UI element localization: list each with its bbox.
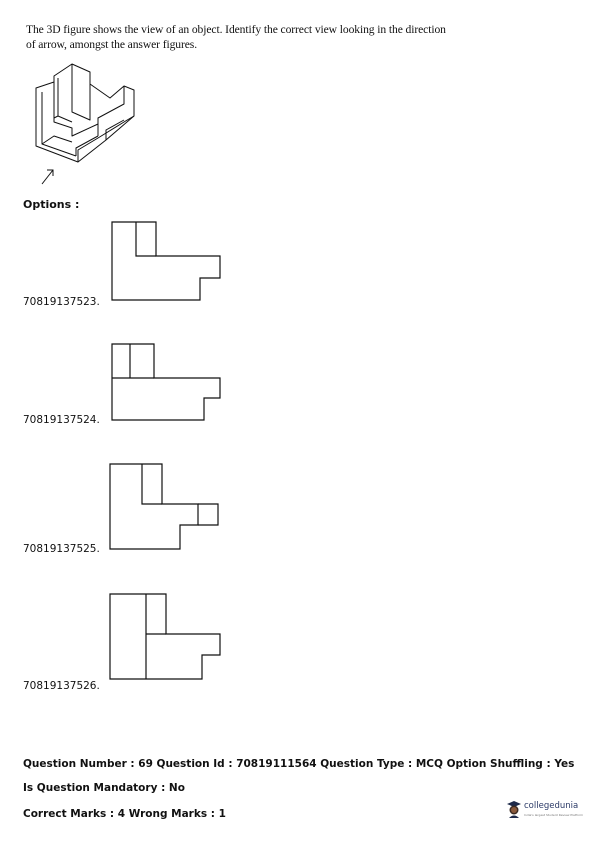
- option-4-figure[interactable]: [108, 591, 226, 683]
- question-meta-line-1: Question Number : 69 Question Id : 70819…: [23, 758, 575, 770]
- options-label: Options :: [23, 198, 80, 211]
- direction-arrow-icon: [41, 169, 54, 185]
- logo-tagline: India's largest Student Review Platform: [524, 813, 584, 817]
- question-text: The 3D figure shows the view of an objec…: [26, 22, 466, 52]
- option-4-id: 70819137526.: [23, 680, 100, 692]
- collegedunia-logo: collegedunia India's largest Student Rev…: [506, 797, 592, 825]
- option-3-id: 70819137525.: [23, 543, 100, 555]
- option-1-figure[interactable]: [108, 218, 226, 304]
- logo-name: collegedunia: [524, 801, 579, 811]
- object-3d-figure: [35, 63, 135, 185]
- question-meta-line-2: Is Question Mandatory : No: [23, 782, 185, 794]
- question-line-2: of arrow, amongst the answer figures.: [26, 38, 198, 51]
- question-meta-line-3: Correct Marks : 4 Wrong Marks : 1: [23, 808, 226, 820]
- graduate-mascot-icon: [507, 801, 521, 818]
- option-3-figure[interactable]: [108, 461, 226, 553]
- option-2-id: 70819137524.: [23, 414, 100, 426]
- question-line-1: The 3D figure shows the view of an objec…: [26, 23, 446, 36]
- option-2-figure[interactable]: [108, 340, 226, 426]
- option-1-id: 70819137523.: [23, 296, 100, 308]
